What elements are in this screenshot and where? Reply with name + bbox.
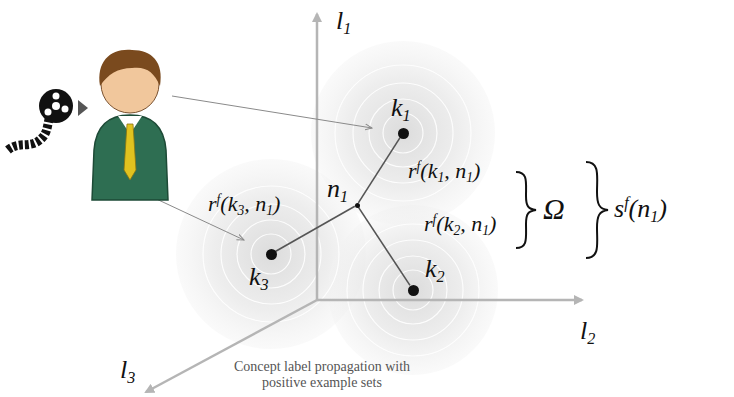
point-node: k1 [398,128,409,139]
caption-note: Concept label propagation with positive … [222,359,422,391]
axes [146,14,582,392]
distance-line [358,207,410,285]
math-label: Ω [543,194,565,224]
point-node: k3 [266,249,277,260]
user-arrow [150,96,372,240]
point-label: n1 [327,176,348,202]
point-node: n1 [355,203,360,208]
math-label: l1 [336,8,351,34]
math-label: l2 [580,318,595,344]
distance-label: rf(k2, n1) [424,213,496,235]
user-figure [92,50,168,200]
point-node: k2 [408,285,419,296]
point-label: k1 [391,95,411,121]
distance-line [276,206,355,251]
point-label: k3 [249,264,269,290]
distance-label: rf(k1, n1) [408,160,480,182]
point-label: k2 [425,256,445,282]
math-label: l3 [120,357,135,383]
influence-halo [176,41,498,375]
brace [516,162,608,258]
distance-label: rf(k3, n1) [208,193,280,215]
film-icon [8,89,88,150]
distance-line [358,138,400,203]
math-label: sf(n1) [614,196,667,222]
